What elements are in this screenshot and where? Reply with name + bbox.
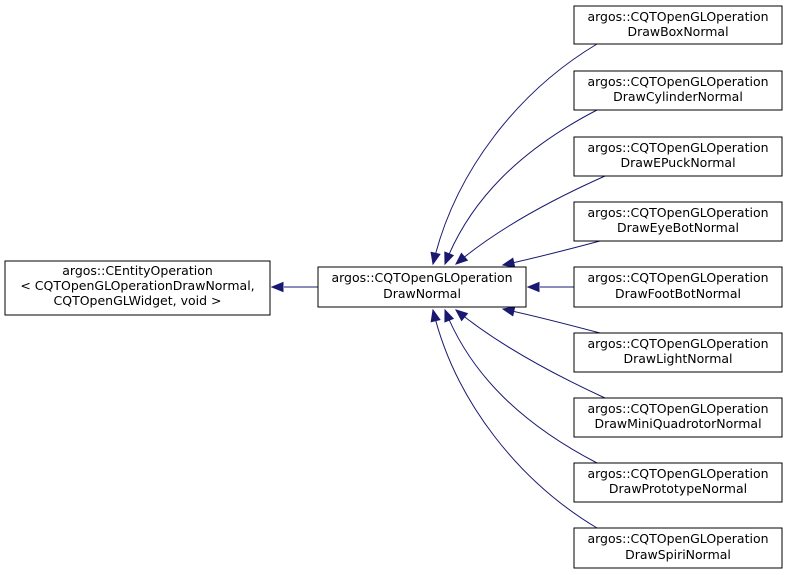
- node-draw-epuck-normal-line-2: DrawEPuckNormal: [620, 155, 735, 170]
- node-draw-spiri-normal-line-2: DrawSpiriNormal: [625, 547, 731, 562]
- edge-light-to-draw-normal-line: [502, 308, 601, 334]
- edge-light-to-draw-normal-arrowhead-icon: [501, 306, 516, 317]
- edge-footbot-to-draw-normal: [526, 281, 574, 293]
- node-draw-spiri-normal-line-1: argos::CQTOpenGLOperation: [587, 531, 768, 546]
- node-draw-normal-line-1: argos::CQTOpenGLOperation: [331, 270, 512, 285]
- node-draw-box-normal-line-2: DrawBoxNormal: [627, 24, 728, 39]
- edge-spiri-to-draw-normal: [430, 308, 598, 529]
- node-base-class-line-1: argos::CEntityOperation: [62, 263, 213, 278]
- node-draw-prototype-normal[interactable]: argos::CQTOpenGLOperation DrawPrototypeN…: [573, 462, 783, 503]
- node-draw-footbot-normal-line-2: DrawFootBotNormal: [615, 286, 741, 301]
- node-draw-cylinder-normal[interactable]: argos::CQTOpenGLOperation DrawCylinderNo…: [573, 70, 783, 111]
- edge-miniquadrotor-to-draw-normal-arrowhead-icon: [454, 309, 469, 322]
- node-draw-spiri-normal[interactable]: argos::CQTOpenGLOperation DrawSpiriNorma…: [573, 527, 783, 569]
- node-draw-miniquadrotor-normal-line-1: argos::CQTOpenGLOperation: [587, 401, 768, 416]
- node-draw-prototype-normal-line-2: DrawPrototypeNormal: [609, 481, 747, 496]
- edge-footbot-to-draw-normal-arrowhead-icon: [526, 281, 540, 293]
- edge-light-to-draw-normal: [501, 306, 601, 334]
- edge-epuck-to-draw-normal-line: [455, 175, 606, 265]
- edge-prototype-to-draw-normal-line: [444, 309, 598, 464]
- edge-spiri-to-draw-normal-line: [432, 309, 598, 529]
- node-draw-normal-line-2: DrawNormal: [383, 286, 461, 301]
- node-base-class-line-3: CQTOpenGLWidget, void >: [54, 293, 222, 308]
- edge-prototype-to-draw-normal-arrowhead-icon: [444, 308, 455, 323]
- edge-prototype-to-draw-normal: [444, 308, 598, 464]
- node-draw-epuck-normal[interactable]: argos::CQTOpenGLOperation DrawEPuckNorma…: [573, 136, 783, 177]
- node-draw-eyebot-normal[interactable]: argos::CQTOpenGLOperation DrawEyeBotNorm…: [573, 201, 783, 242]
- edge-box-to-draw-normal: [430, 43, 598, 266]
- edge-draw-normal-to-base-arrowhead-icon: [270, 281, 284, 293]
- node-draw-cylinder-normal-line-1: argos::CQTOpenGLOperation: [587, 74, 768, 89]
- node-draw-footbot-normal[interactable]: argos::CQTOpenGLOperation DrawFootBotNor…: [573, 266, 783, 308]
- edge-spiri-to-draw-normal-arrowhead-icon: [430, 308, 441, 323]
- edge-cylinder-to-draw-normal-arrowhead-icon: [444, 251, 455, 266]
- node-draw-eyebot-normal-line-1: argos::CQTOpenGLOperation: [587, 205, 768, 220]
- edge-box-to-draw-normal-arrowhead-icon: [430, 251, 441, 266]
- edge-miniquadrotor-to-draw-normal: [454, 309, 606, 399]
- edge-epuck-to-draw-normal-arrowhead-icon: [455, 252, 469, 265]
- edge-eyebot-to-draw-normal-arrowhead-icon: [501, 257, 516, 268]
- node-draw-footbot-normal-line-1: argos::CQTOpenGLOperation: [587, 270, 768, 285]
- node-draw-prototype-normal-line-1: argos::CQTOpenGLOperation: [587, 466, 768, 481]
- node-draw-epuck-normal-line-1: argos::CQTOpenGLOperation: [587, 140, 768, 155]
- node-draw-light-normal-line-2: DrawLightNormal: [623, 351, 732, 366]
- inheritance-edges: [270, 43, 606, 529]
- node-draw-miniquadrotor-normal[interactable]: argos::CQTOpenGLOperation DrawMiniQuadro…: [573, 397, 783, 438]
- node-base-class[interactable]: argos::CEntityOperation < CQTOpenGLOpera…: [4, 260, 271, 316]
- edge-draw-normal-to-base: [270, 281, 318, 293]
- node-draw-box-normal[interactable]: argos::CQTOpenGLOperation DrawBoxNormal: [573, 5, 783, 45]
- edge-eyebot-to-draw-normal-line: [502, 240, 601, 266]
- edge-box-to-draw-normal-line: [432, 43, 598, 265]
- edge-miniquadrotor-to-draw-normal-line: [455, 309, 606, 399]
- node-draw-light-normal[interactable]: argos::CQTOpenGLOperation DrawLightNorma…: [573, 332, 783, 373]
- node-draw-eyebot-normal-line-2: DrawEyeBotNormal: [617, 220, 739, 235]
- node-base-class-line-2: < CQTOpenGLOperationDrawNormal,: [20, 278, 254, 293]
- node-draw-light-normal-line-1: argos::CQTOpenGLOperation: [587, 336, 768, 351]
- node-draw-miniquadrotor-normal-line-2: DrawMiniQuadrotorNormal: [594, 416, 761, 431]
- node-draw-box-normal-line-1: argos::CQTOpenGLOperation: [587, 9, 768, 24]
- edge-cylinder-to-draw-normal-line: [444, 109, 598, 265]
- edge-cylinder-to-draw-normal: [444, 109, 598, 266]
- edge-eyebot-to-draw-normal: [501, 240, 601, 268]
- node-draw-normal[interactable]: argos::CQTOpenGLOperation DrawNormal: [317, 266, 527, 308]
- edge-epuck-to-draw-normal: [455, 175, 606, 265]
- node-draw-cylinder-normal-line-2: DrawCylinderNormal: [613, 89, 743, 104]
